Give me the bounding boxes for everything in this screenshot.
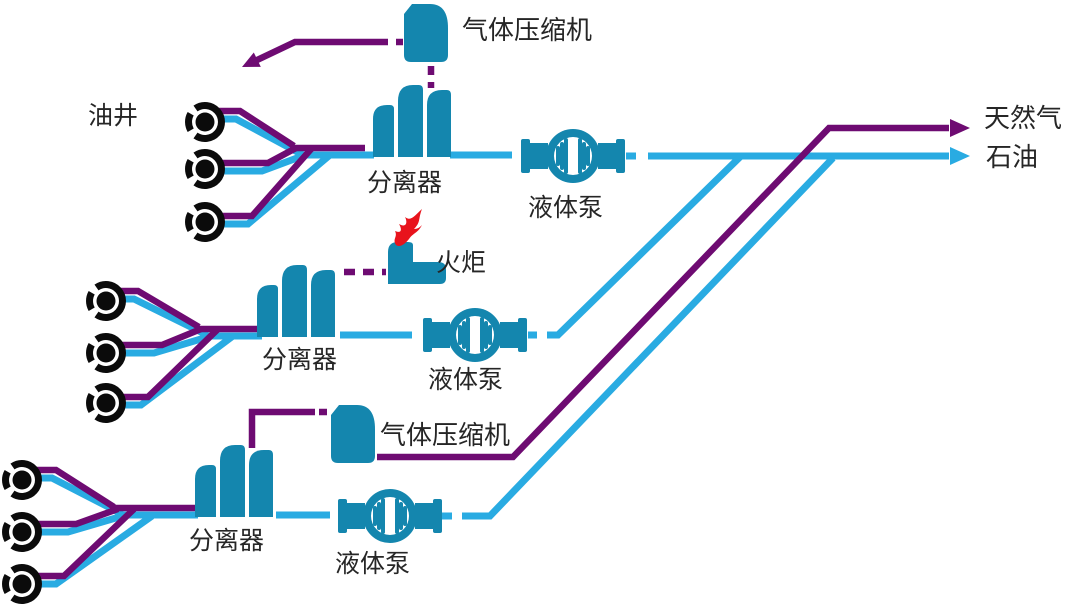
separator-label-train1: 分离器 (367, 169, 443, 197)
pump-label-train1: 液体泵 (528, 194, 604, 222)
oil-output-label: 石油 (986, 142, 1039, 172)
pump-label-train2: 液体泵 (428, 366, 504, 394)
separator-icon (195, 445, 273, 517)
oil-well-icon (6, 516, 39, 549)
natural-gas-arrowhead (950, 119, 970, 137)
oil-well-icon (6, 568, 39, 601)
separator-label-train2: 分离器 (262, 346, 338, 374)
liquid-pump-icon (336, 487, 444, 545)
gas-return-arrowhead (242, 52, 261, 67)
oil-arrowhead (950, 147, 970, 165)
gas-compressor-icon (331, 405, 375, 463)
liquid-pump-icon (519, 127, 627, 185)
pump-label-train3: 液体泵 (335, 550, 411, 578)
oil-well-icon (90, 337, 123, 370)
separator-icon (373, 85, 451, 157)
separator-label-train3: 分离器 (189, 527, 265, 555)
oil-wells-label: 油井 (88, 102, 139, 130)
oil-well-icon (189, 206, 222, 239)
oil-well-icon (90, 285, 123, 318)
oil-well-icon (189, 106, 222, 139)
liquid-pump-icon (421, 306, 529, 364)
oil-well-icon (6, 464, 39, 497)
natural-gas-output-label: 天然气 (984, 103, 1063, 133)
flame-icon (394, 209, 422, 247)
oil-well-icon (189, 153, 222, 186)
flare-label: 火炬 (436, 249, 487, 277)
compressor-label-train1: 气体压缩机 (462, 15, 593, 45)
compressor-label-train3: 气体压缩机 (380, 420, 511, 450)
gas-compressor-icon (404, 4, 448, 62)
separator-icon (257, 265, 335, 337)
gas-pipes (35, 38, 949, 580)
oil-well-icon (90, 387, 123, 420)
